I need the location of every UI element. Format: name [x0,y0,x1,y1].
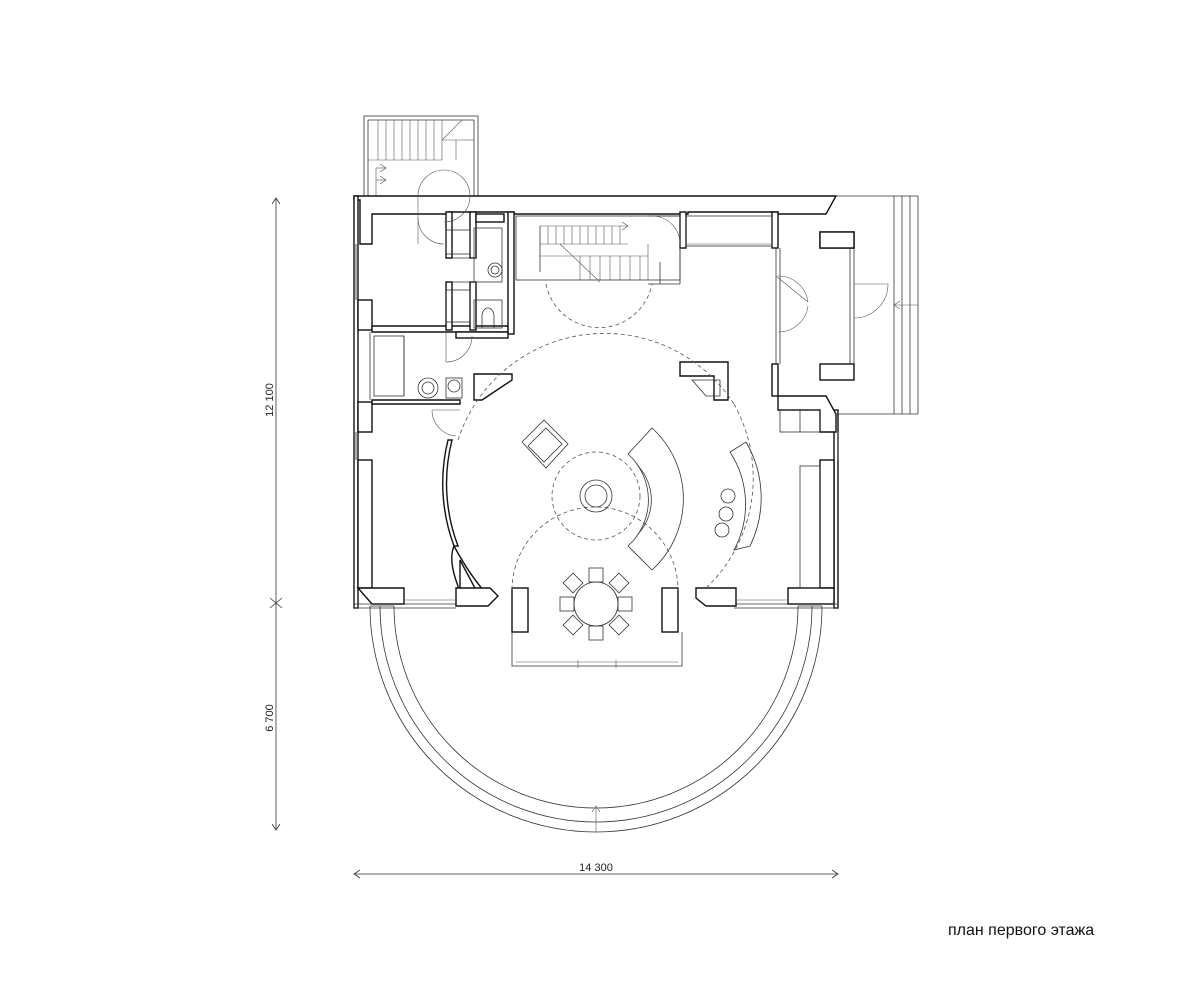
terrace [369,605,823,833]
bay-window [511,632,683,668]
width-dimension: 14 300 [579,862,613,874]
windows [404,245,839,601]
bathroom-fixtures [355,227,503,460]
lower-height-dimension: 6 700 [264,704,276,732]
exterior-stair [363,115,479,197]
interior-walls [369,211,855,633]
dimension-lines [269,197,839,879]
main-stair [515,215,681,328]
living-hall [457,332,762,591]
dining-set [559,567,633,641]
entry-porch [819,195,919,415]
plan-caption: план первого этажа [948,922,1095,939]
doors [417,169,809,437]
outer-walls [353,195,839,609]
upper-height-dimension: 12 100 [264,383,276,417]
